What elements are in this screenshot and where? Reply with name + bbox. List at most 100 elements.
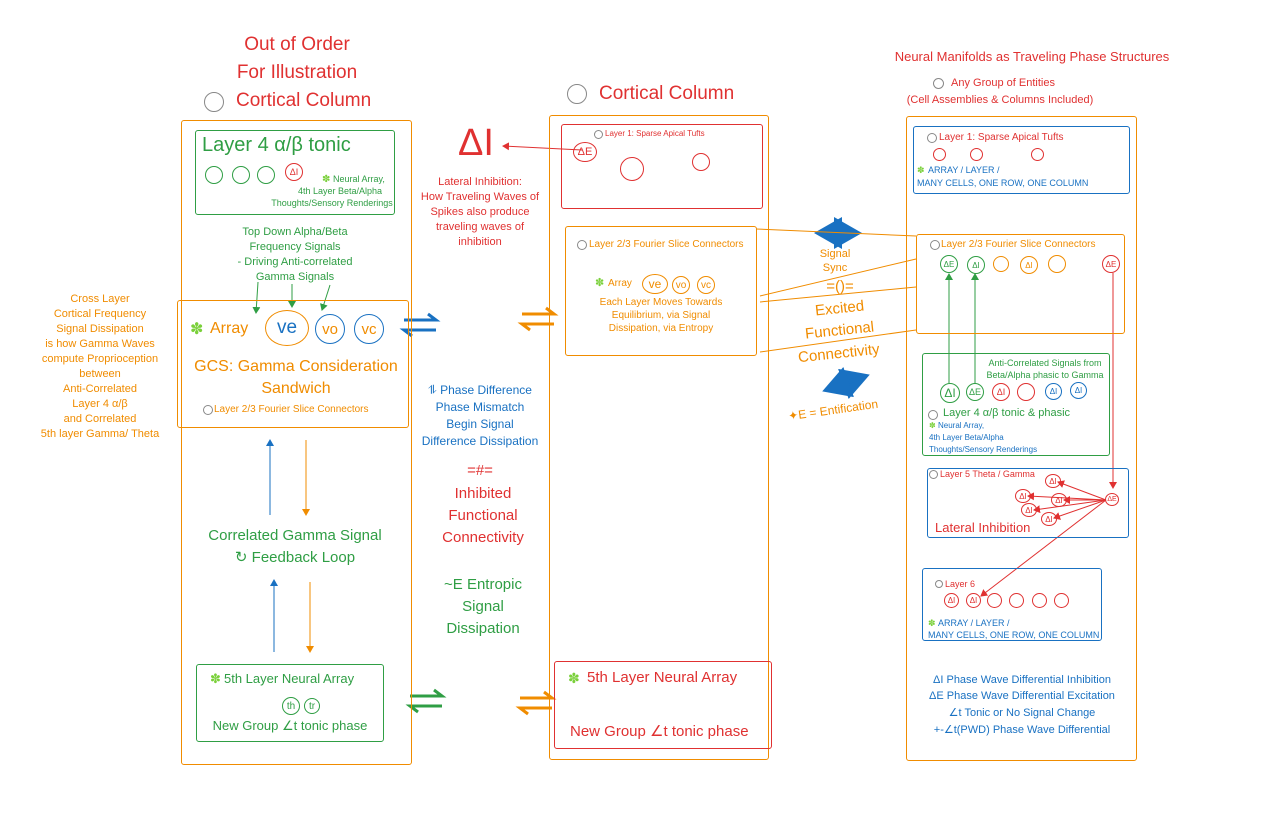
cross-note-line: is how Gamma Waves — [45, 338, 155, 350]
right-l1-note: MANY CELLS, ONE ROW, ONE COLUMN — [917, 178, 1089, 188]
right-l4-note: Anti-Correlated Signals from — [988, 358, 1102, 368]
delta-e-circle: ΔE — [940, 255, 958, 273]
delta-i-circle: ΔI — [285, 163, 303, 181]
signal-sync-l2: Sync — [822, 262, 848, 274]
circle-icon — [935, 580, 943, 588]
puzzle-icon: ✽ — [928, 618, 936, 628]
vc-circle: vc — [697, 276, 715, 294]
legend-line: ∠t Tonic or No Signal Change — [948, 707, 1096, 719]
middle-l23-note: Equilibrium, via Signal — [611, 310, 711, 321]
neuron-circle — [1048, 255, 1066, 273]
right-l4-note: Beta/Alpha phasic to Gamma — [986, 370, 1104, 380]
gcs-line1: GCS: Gamma Consideration — [194, 358, 398, 375]
phase-line: Begin Signal — [446, 417, 514, 431]
vo-circle: vo — [672, 276, 690, 294]
entropic-line: Signal — [462, 598, 504, 615]
neuron-circle — [232, 166, 250, 184]
neuron-circle — [205, 166, 223, 184]
lateral-line: inhibition — [458, 236, 502, 248]
neuron-circle — [993, 256, 1009, 272]
circle-icon — [930, 240, 940, 250]
delta-i-circle: ΔI — [944, 593, 959, 608]
neuron-circle — [933, 148, 946, 161]
middle-l5-box — [554, 661, 772, 749]
left-cortical-column — [181, 120, 412, 765]
neuron-circle — [1031, 148, 1044, 161]
circle-icon — [204, 92, 224, 112]
delta-i-circle: ΔI — [1051, 493, 1067, 507]
right-l1-box — [913, 126, 1130, 194]
layer4-note-2: 4th Layer Beta/Alpha — [297, 186, 383, 196]
lateral-line: traveling waves of — [435, 221, 525, 233]
left-l5-sub: New Group ∠t tonic phase — [212, 718, 368, 733]
left-l5-box — [196, 664, 384, 742]
delta-i-circle: ΔI — [1045, 474, 1061, 488]
delta-i-circle: ΔI — [1070, 382, 1087, 399]
signal-sync-l1: Signal — [819, 248, 851, 260]
neuron-circle — [257, 166, 275, 184]
left-layer4-title: Layer 4 α/β tonic — [202, 134, 351, 156]
delta-e-circle: ΔE — [1102, 255, 1120, 273]
right-l4-sub: Thoughts/Sensory Renderings — [929, 445, 1038, 454]
cross-note-line: compute Proprioception — [41, 353, 159, 365]
neuron-circle — [620, 157, 644, 181]
right-sub1: Any Group of Entities — [951, 77, 1055, 89]
puzzle-icon: ✽ — [595, 277, 605, 289]
right-l4-sub: Neural Array, — [938, 421, 985, 430]
cross-note-line: Anti-Correlated — [63, 383, 137, 395]
phase-line: Phase Mismatch — [435, 400, 525, 414]
puzzle-icon: ✽ — [190, 321, 204, 338]
neuron-circle — [1054, 593, 1069, 608]
vo-circle: vo — [315, 314, 345, 344]
right-l1-note: ARRAY / LAYER / — [928, 165, 1000, 175]
right-l23-box — [916, 234, 1125, 334]
neuron-circle — [1009, 593, 1024, 608]
inhibited-line: Inhibited — [454, 485, 512, 502]
puzzle-icon: ✽ — [929, 421, 936, 430]
layer4-note-3: Thoughts/Sensory Renderings — [271, 198, 393, 208]
eq-symbol: =()= — [826, 278, 854, 295]
feedback-line2: ↻ Feedback Loop — [234, 549, 356, 566]
neuron-circle — [1032, 593, 1047, 608]
inhibited-line: Functional — [448, 507, 518, 524]
puzzle-icon: ✽ — [917, 165, 925, 175]
circle-icon — [928, 410, 938, 420]
delta-i-circle: ΔI — [1045, 383, 1062, 400]
topdown-l1: Top Down Alpha/Beta — [242, 226, 348, 238]
cross-note-line: Layer 4 α/β — [72, 398, 128, 410]
circle-icon — [567, 84, 587, 104]
right-l6-note: MANY CELLS, ONE ROW, ONE COLUMN — [928, 630, 1100, 640]
right-cortical-column — [906, 116, 1137, 761]
gcs-box — [177, 300, 409, 428]
phase-line: Difference Dissipation — [421, 434, 539, 448]
delta-i-circle: ΔI — [1021, 503, 1037, 517]
middle-l5-title: 5th Layer Neural Array — [587, 669, 738, 686]
middle-l23-note: Dissipation, via Entropy — [608, 323, 714, 334]
topdown-l2: Frequency Signals — [249, 241, 341, 253]
delta-i-circle: ΔI — [992, 383, 1010, 401]
cross-note-line: and Correlated — [63, 413, 137, 425]
legend-line: ΔI Phase Wave Differential Inhibition — [933, 674, 1111, 686]
cross-note-line: Cortical Frequency — [53, 308, 147, 320]
tr-circle: tr — [304, 698, 320, 714]
delta-e-circle: ΔE — [966, 383, 984, 401]
cross-note-line: Signal Dissipation — [56, 323, 144, 335]
middle-l23-box — [565, 226, 757, 356]
topdown-l3: - Driving Anti-correlated — [237, 256, 353, 268]
delta-e-circle: ΔE — [1105, 493, 1119, 506]
delta-i-circle: ΔI — [1015, 489, 1031, 503]
circle-icon — [577, 240, 587, 250]
big-delta-i: ΔI — [458, 122, 494, 164]
neuron-circle — [970, 148, 983, 161]
lateral-line: How Traveling Waves of — [420, 191, 540, 203]
left-heading-line3: Cortical Column — [236, 90, 372, 111]
layer4-note-1: Neural Array, — [333, 174, 385, 184]
delta-i-circle: ΔI — [966, 593, 981, 608]
delta-i-circle: ΔI — [1020, 256, 1038, 274]
th-circle: th — [282, 697, 300, 715]
delta-e-circle: ΔE — [573, 142, 597, 162]
delta-i-circle: ΔI — [940, 383, 960, 403]
left-heading-line1: Out of Order — [244, 34, 350, 55]
middle-l23-note: Each Layer Moves Towards — [599, 297, 723, 308]
